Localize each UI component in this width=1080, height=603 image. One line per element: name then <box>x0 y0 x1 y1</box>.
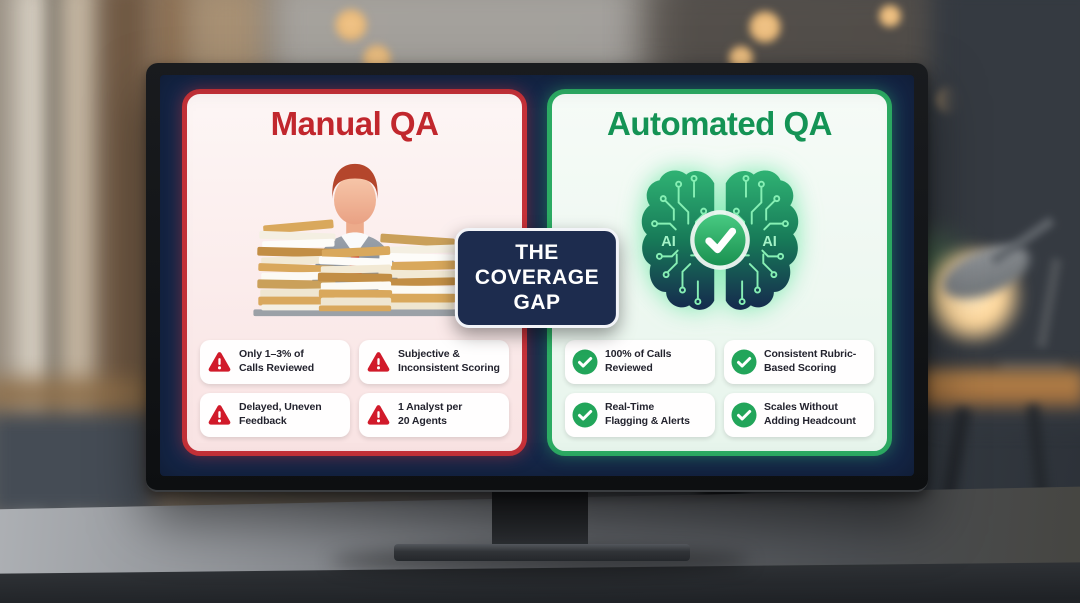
ai-brain-checkmark-icon: AI AI <box>641 170 798 310</box>
manual-point-text: 1 Analyst per 20 Agents <box>398 401 463 427</box>
manual-point-card: 1 Analyst per 20 Agents <box>359 393 509 437</box>
bokeh-light <box>878 4 902 28</box>
bokeh-light <box>334 8 368 42</box>
check-circle-icon <box>731 349 757 375</box>
automated-point-text: Real-Time Flagging & Alerts <box>605 401 690 427</box>
automated-point-text: 100% of Calls Reviewed <box>605 348 672 374</box>
analyst-with-paper-stacks-illustration <box>237 140 473 340</box>
ai-brain-illustration: AI AI <box>638 140 802 340</box>
automated-point-card: 100% of Calls Reviewed <box>565 340 715 384</box>
ai-label-left: AI <box>661 234 675 250</box>
manual-qa-title: Manual QA <box>270 105 439 142</box>
coverage-gap-badge: THE COVERAGE GAP <box>454 228 620 328</box>
warning-triangle-icon <box>208 404 231 425</box>
check-circle-icon <box>572 402 598 428</box>
back-wall <box>935 0 1080 420</box>
warning-triangle-icon <box>208 351 231 372</box>
badge-line: COVERAGE <box>474 266 600 290</box>
manual-point-text: Delayed, Uneven Feedback <box>239 401 322 427</box>
badge-line: THE <box>515 241 559 264</box>
manual-qa-points: Only 1–3% of Calls Reviewed Subjective &… <box>187 340 522 451</box>
manual-point-card: Delayed, Uneven Feedback <box>200 393 350 437</box>
bokeh-light <box>748 10 782 44</box>
warning-triangle-icon <box>367 351 390 372</box>
automated-point-text: Consistent Rubric- Based Scoring <box>764 348 857 374</box>
check-circle-icon <box>731 402 757 428</box>
automated-point-card: Scales Without Adding Headcount <box>724 393 874 437</box>
warning-triangle-icon <box>367 404 390 425</box>
background-table <box>900 370 1080 406</box>
check-circle-icon <box>572 349 598 375</box>
manual-point-card: Subjective & Inconsistent Scoring <box>359 340 509 384</box>
monitor-screen: Manual QA <box>160 75 914 476</box>
monitor-stand-base <box>394 544 690 561</box>
automated-point-card: Consistent Rubric- Based Scoring <box>724 340 874 384</box>
badge-line: GAP <box>513 291 561 315</box>
automated-point-text: Scales Without Adding Headcount <box>764 401 856 427</box>
manual-point-text: Only 1–3% of Calls Reviewed <box>239 348 315 374</box>
cabinet <box>0 405 155 520</box>
automated-qa-points: 100% of Calls Reviewed Consistent Rubric… <box>552 340 887 451</box>
manual-point-text: Subjective & Inconsistent Scoring <box>398 348 500 374</box>
manual-point-card: Only 1–3% of Calls Reviewed <box>200 340 350 384</box>
wood-shelf <box>0 378 165 410</box>
ai-label-right: AI <box>762 234 776 250</box>
automated-point-card: Real-Time Flagging & Alerts <box>565 393 715 437</box>
analyst-folders-icon <box>252 163 457 317</box>
automated-qa-title: Automated QA <box>607 105 833 142</box>
monitor: Manual QA <box>146 63 928 492</box>
